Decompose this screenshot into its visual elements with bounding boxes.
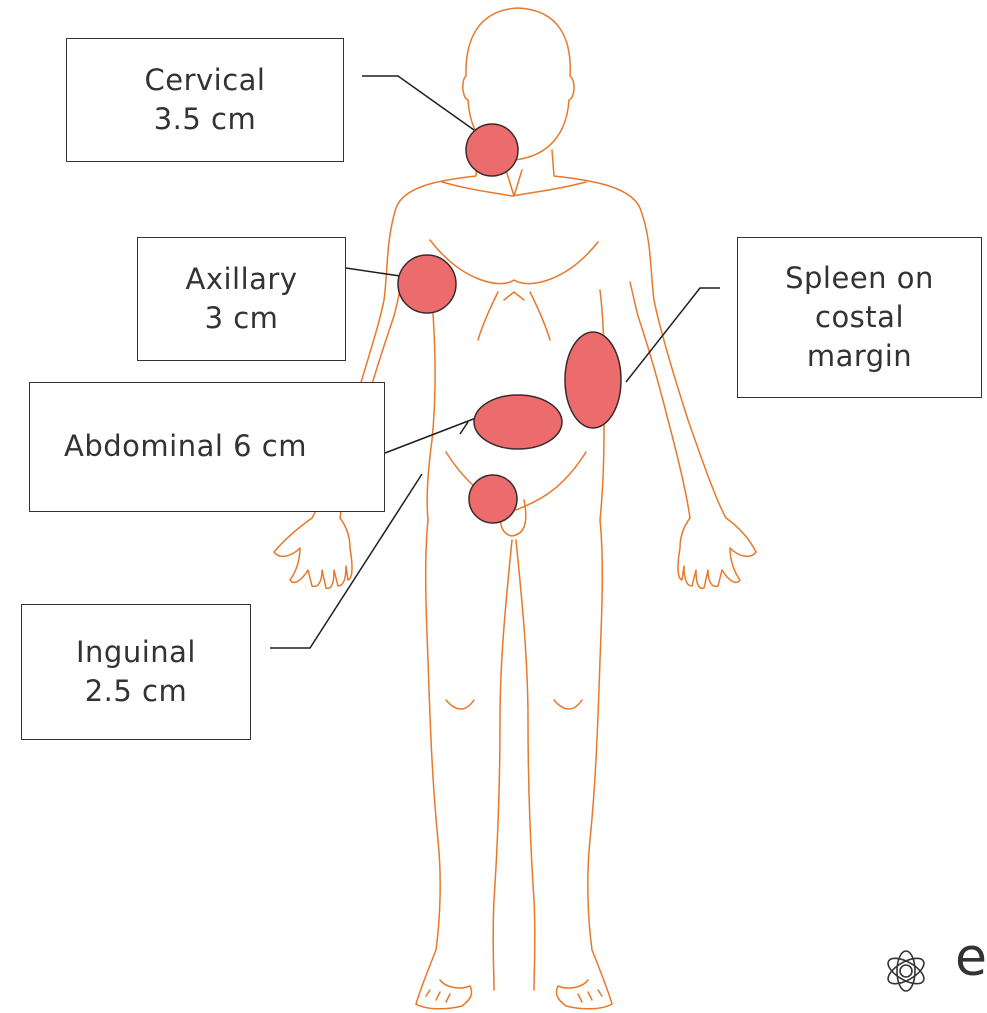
label-axillary-name: Axillary: [185, 260, 297, 299]
lesion-axillary: [398, 255, 456, 313]
label-spleen: Spleen on costal margin: [737, 237, 982, 398]
label-abdominal-text: Abdominal 6 cm: [64, 427, 307, 466]
logo-letter: e: [955, 932, 987, 984]
label-spleen-line2: costal: [815, 298, 904, 337]
label-spleen-line3: margin: [807, 337, 912, 376]
leader-line-axillary: [346, 268, 400, 276]
leader-line-spleen: [626, 288, 720, 382]
lesion-cervical: [466, 124, 518, 176]
lesion-spleen: [565, 332, 621, 428]
label-cervical-size: 3.5 cm: [154, 100, 257, 139]
label-axillary: Axillary 3 cm: [137, 237, 346, 361]
label-cervical: Cervical 3.5 cm: [66, 38, 344, 162]
leader-line-cervical: [362, 76, 474, 130]
label-inguinal: Inguinal 2.5 cm: [21, 604, 251, 740]
label-axillary-size: 3 cm: [205, 299, 279, 338]
label-inguinal-name: Inguinal: [76, 633, 196, 672]
label-inguinal-size: 2.5 cm: [85, 672, 188, 711]
label-abdominal: Abdominal 6 cm: [29, 382, 385, 512]
label-spleen-line1: Spleen on: [785, 259, 934, 298]
lesion-abdominal: [474, 395, 562, 449]
lesion-inguinal: [469, 475, 517, 523]
label-cervical-name: Cervical: [144, 61, 265, 100]
